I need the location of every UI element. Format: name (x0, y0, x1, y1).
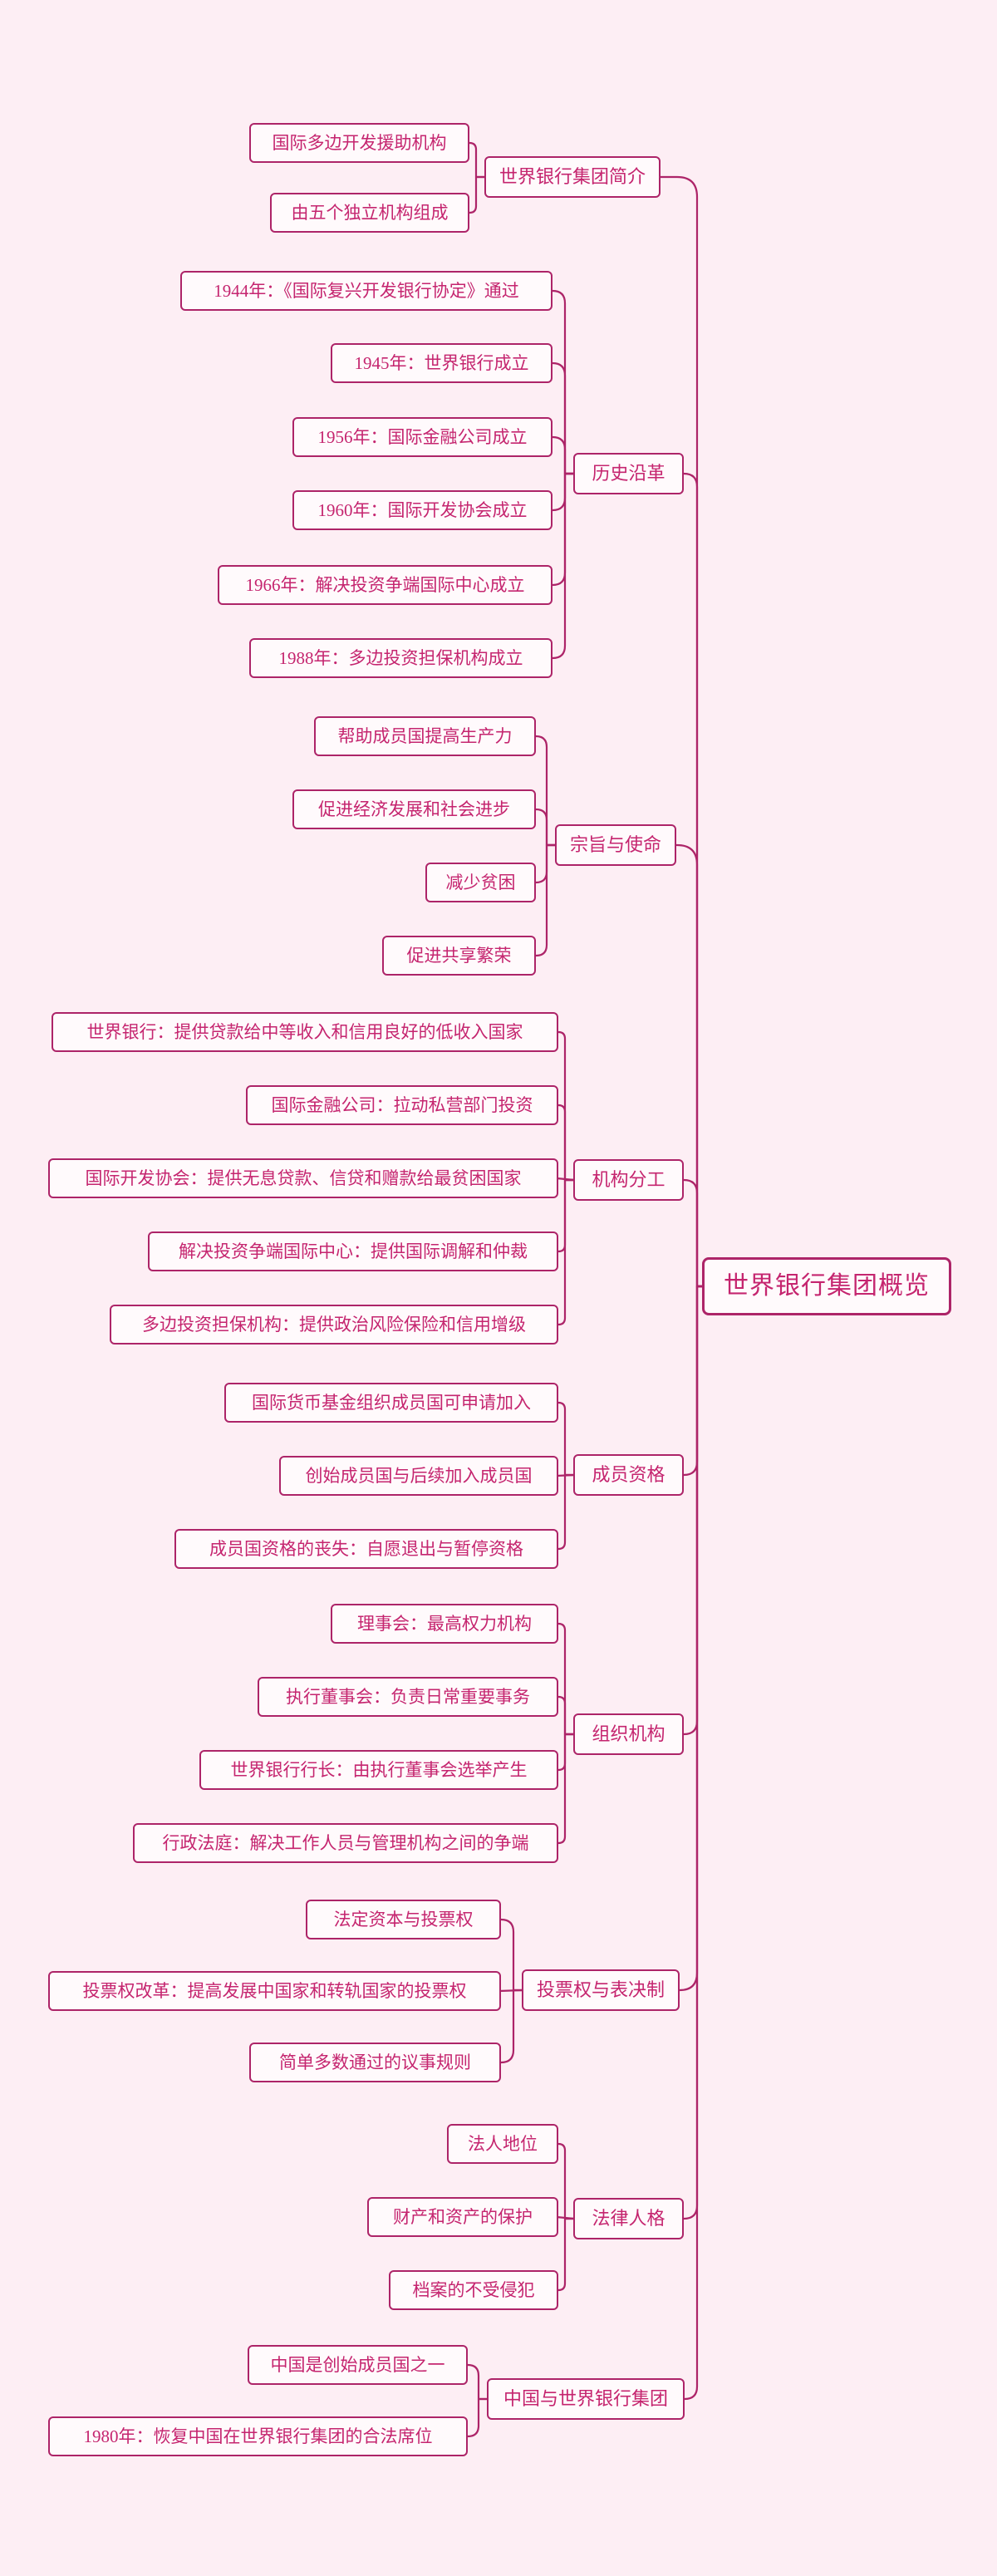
edge-history-child-5 (549, 472, 576, 660)
edge-intro-child-0 (466, 141, 487, 179)
branch-voting[interactable]: 投票权与表决制 (522, 1969, 680, 2011)
edge-history-child-0 (549, 289, 576, 475)
edge-root-legal (680, 1285, 705, 2220)
node-intro-child-1[interactable]: 由五个独立机构组成 (270, 193, 469, 233)
node-legal-child-1[interactable]: 财产和资产的保护 (367, 2197, 558, 2237)
node-mission-child-0[interactable]: 帮助成员国提高生产力 (314, 716, 536, 756)
node-organization-child-3[interactable]: 行政法庭：解决工作人员与管理机构之间的争端 (133, 1823, 558, 1863)
edge-history-child-3 (549, 472, 576, 512)
node-voting-child-0[interactable]: 法定资本与投票权 (306, 1900, 501, 1939)
edge-root-organization (680, 1285, 705, 1736)
node-division-child-1[interactable]: 国际金融公司：拉动私营部门投资 (246, 1085, 558, 1125)
node-membership-child-2[interactable]: 成员国资格的丧失：自愿退出与暂停资格 (174, 1529, 558, 1569)
node-membership-child-0[interactable]: 国际货币基金组织成员国可申请加入 (224, 1383, 558, 1423)
edge-organization-child-1 (555, 1695, 576, 1736)
edge-root-china (681, 1285, 705, 2401)
edge-legal-child-0 (555, 2142, 576, 2220)
node-legal-child-2[interactable]: 档案的不受侵犯 (389, 2270, 558, 2310)
node-division-child-0[interactable]: 世界银行：提供贷款给中等收入和信用良好的低收入国家 (52, 1012, 558, 1052)
branch-china[interactable]: 中国与世界银行集团 (487, 2378, 685, 2420)
edge-history-child-1 (549, 361, 576, 475)
edge-division-child-0 (555, 1030, 576, 1182)
edge-china-child-0 (464, 2363, 489, 2401)
node-intro-child-0[interactable]: 国际多边开发援助机构 (249, 123, 469, 163)
node-history-child-4[interactable]: 1966年：解决投资争端国际中心成立 (218, 565, 553, 605)
branch-intro[interactable]: 世界银行集团简介 (484, 156, 661, 198)
node-mission-child-2[interactable]: 减少贫困 (425, 863, 536, 902)
node-china-child-0[interactable]: 中国是创始成员国之一 (248, 2345, 468, 2385)
edge-mission-child-1 (533, 808, 557, 847)
edge-legal-child-2 (555, 2217, 576, 2292)
edge-root-mission (673, 843, 705, 1288)
node-history-child-2[interactable]: 1956年：国际金融公司成立 (292, 417, 553, 457)
node-history-child-3[interactable]: 1960年：国际开发协会成立 (292, 490, 553, 530)
node-history-child-1[interactable]: 1945年：世界银行成立 (331, 343, 553, 383)
root-node[interactable]: 世界银行集团概览 (702, 1257, 951, 1315)
edge-mission-child-2 (533, 843, 557, 884)
node-voting-child-2[interactable]: 简单多数通过的议事规则 (249, 2043, 501, 2082)
node-china-child-1[interactable]: 1980年：恢复中国在世界银行集团的合法席位 (48, 2416, 468, 2456)
edge-root-history (680, 472, 705, 1288)
edge-root-voting (676, 1285, 705, 1992)
edge-history-child-4 (549, 472, 576, 587)
branch-history[interactable]: 历史沿革 (573, 453, 684, 494)
edge-china-child-1 (464, 2397, 489, 2438)
edge-division-child-1 (555, 1104, 576, 1182)
edge-root-division (680, 1178, 705, 1288)
edge-intro-child-1 (466, 175, 487, 214)
node-membership-child-1[interactable]: 创始成员国与后续加入成员国 (279, 1456, 558, 1496)
edge-organization-child-0 (555, 1622, 576, 1736)
edge-root-intro (657, 175, 705, 1288)
node-division-child-3[interactable]: 解决投资争端国际中心：提供国际调解和仲裁 (148, 1231, 558, 1271)
edge-history-child-2 (549, 435, 576, 475)
node-organization-child-1[interactable]: 执行董事会：负责日常重要事务 (258, 1677, 558, 1717)
node-organization-child-2[interactable]: 世界银行行长：由执行董事会选举产生 (199, 1750, 558, 1790)
node-history-child-5[interactable]: 1988年：多边投资担保机构成立 (249, 638, 553, 678)
edge-organization-child-3 (555, 1733, 576, 1845)
node-organization-child-0[interactable]: 理事会：最高权力机构 (331, 1604, 558, 1644)
edge-voting-child-2 (498, 1989, 524, 2064)
edge-division-child-4 (555, 1178, 576, 1326)
branch-legal[interactable]: 法律人格 (573, 2198, 684, 2239)
edge-membership-child-2 (555, 1473, 576, 1551)
edge-voting-child-0 (498, 1918, 524, 1992)
edge-membership-child-0 (555, 1401, 576, 1477)
branch-division[interactable]: 机构分工 (573, 1159, 684, 1201)
edge-mission-child-0 (533, 735, 557, 847)
node-legal-child-0[interactable]: 法人地位 (447, 2124, 558, 2164)
branch-mission[interactable]: 宗旨与使命 (555, 824, 676, 866)
node-mission-child-1[interactable]: 促进经济发展和社会进步 (292, 789, 536, 829)
edge-root-membership (680, 1285, 705, 1477)
node-mission-child-3[interactable]: 促进共享繁荣 (382, 936, 536, 976)
node-division-child-2[interactable]: 国际开发协会：提供无息贷款、信贷和赠款给最贫困国家 (48, 1158, 558, 1198)
node-voting-child-1[interactable]: 投票权改革：提高发展中国家和转轨国家的投票权 (48, 1971, 501, 2011)
branch-membership[interactable]: 成员资格 (573, 1454, 684, 1496)
edge-mission-child-3 (533, 843, 557, 957)
node-division-child-4[interactable]: 多边投资担保机构：提供政治风险保险和信用增级 (110, 1305, 558, 1345)
branch-organization[interactable]: 组织机构 (573, 1713, 684, 1755)
node-history-child-0[interactable]: 1944年：《国际复兴开发银行协定》通过 (180, 271, 553, 311)
